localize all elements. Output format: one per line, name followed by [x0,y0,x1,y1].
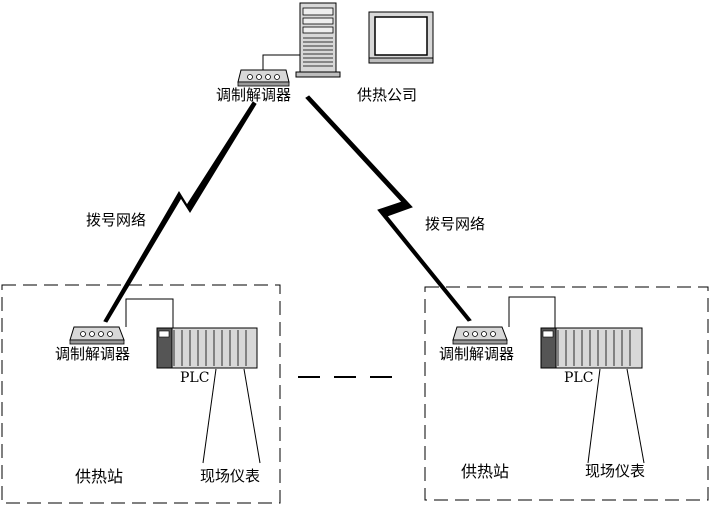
left-instrument-wire-2 [243,368,261,464]
left-instrument-wire-1 [202,368,217,464]
left-plc-label: PLC [180,370,210,386]
right-link-label: 拨号网络 [425,215,486,233]
left-dialup-link [103,101,257,323]
right-plc-rack-icon [540,327,643,369]
company-modem-label: 调制解调器 [216,86,292,104]
right-modem-plc-cable [508,296,556,328]
right-instruments-label: 现场仪表 [585,462,646,480]
station-box-right [424,286,709,501]
company-modem-icon [237,69,290,87]
left-link-label: 拨号网络 [86,211,147,229]
right-instrument-wire-2 [626,368,645,464]
left-station-label: 供热站 [75,467,124,486]
left-instruments-label: 现场仪表 [200,467,261,485]
left-station-modem-label: 调制解调器 [55,345,131,363]
right-station-modem-icon [452,326,508,345]
left-station-modem-icon [69,326,125,345]
right-station-modem-label: 调制解调器 [439,345,515,363]
left-plc-rack-icon [156,327,258,369]
right-dialup-link [305,95,472,322]
right-station-label: 供热站 [461,462,510,481]
station-box-left [1,284,281,504]
right-instrument-wire-1 [587,368,601,464]
left-modem-plc-cable [125,298,174,328]
server-tower-icon [295,2,341,78]
company-modem-server-cable [262,54,300,70]
crt-monitor-icon [368,11,434,64]
right-plc-label: PLC [564,370,594,386]
company-label: 供热公司 [357,86,418,104]
